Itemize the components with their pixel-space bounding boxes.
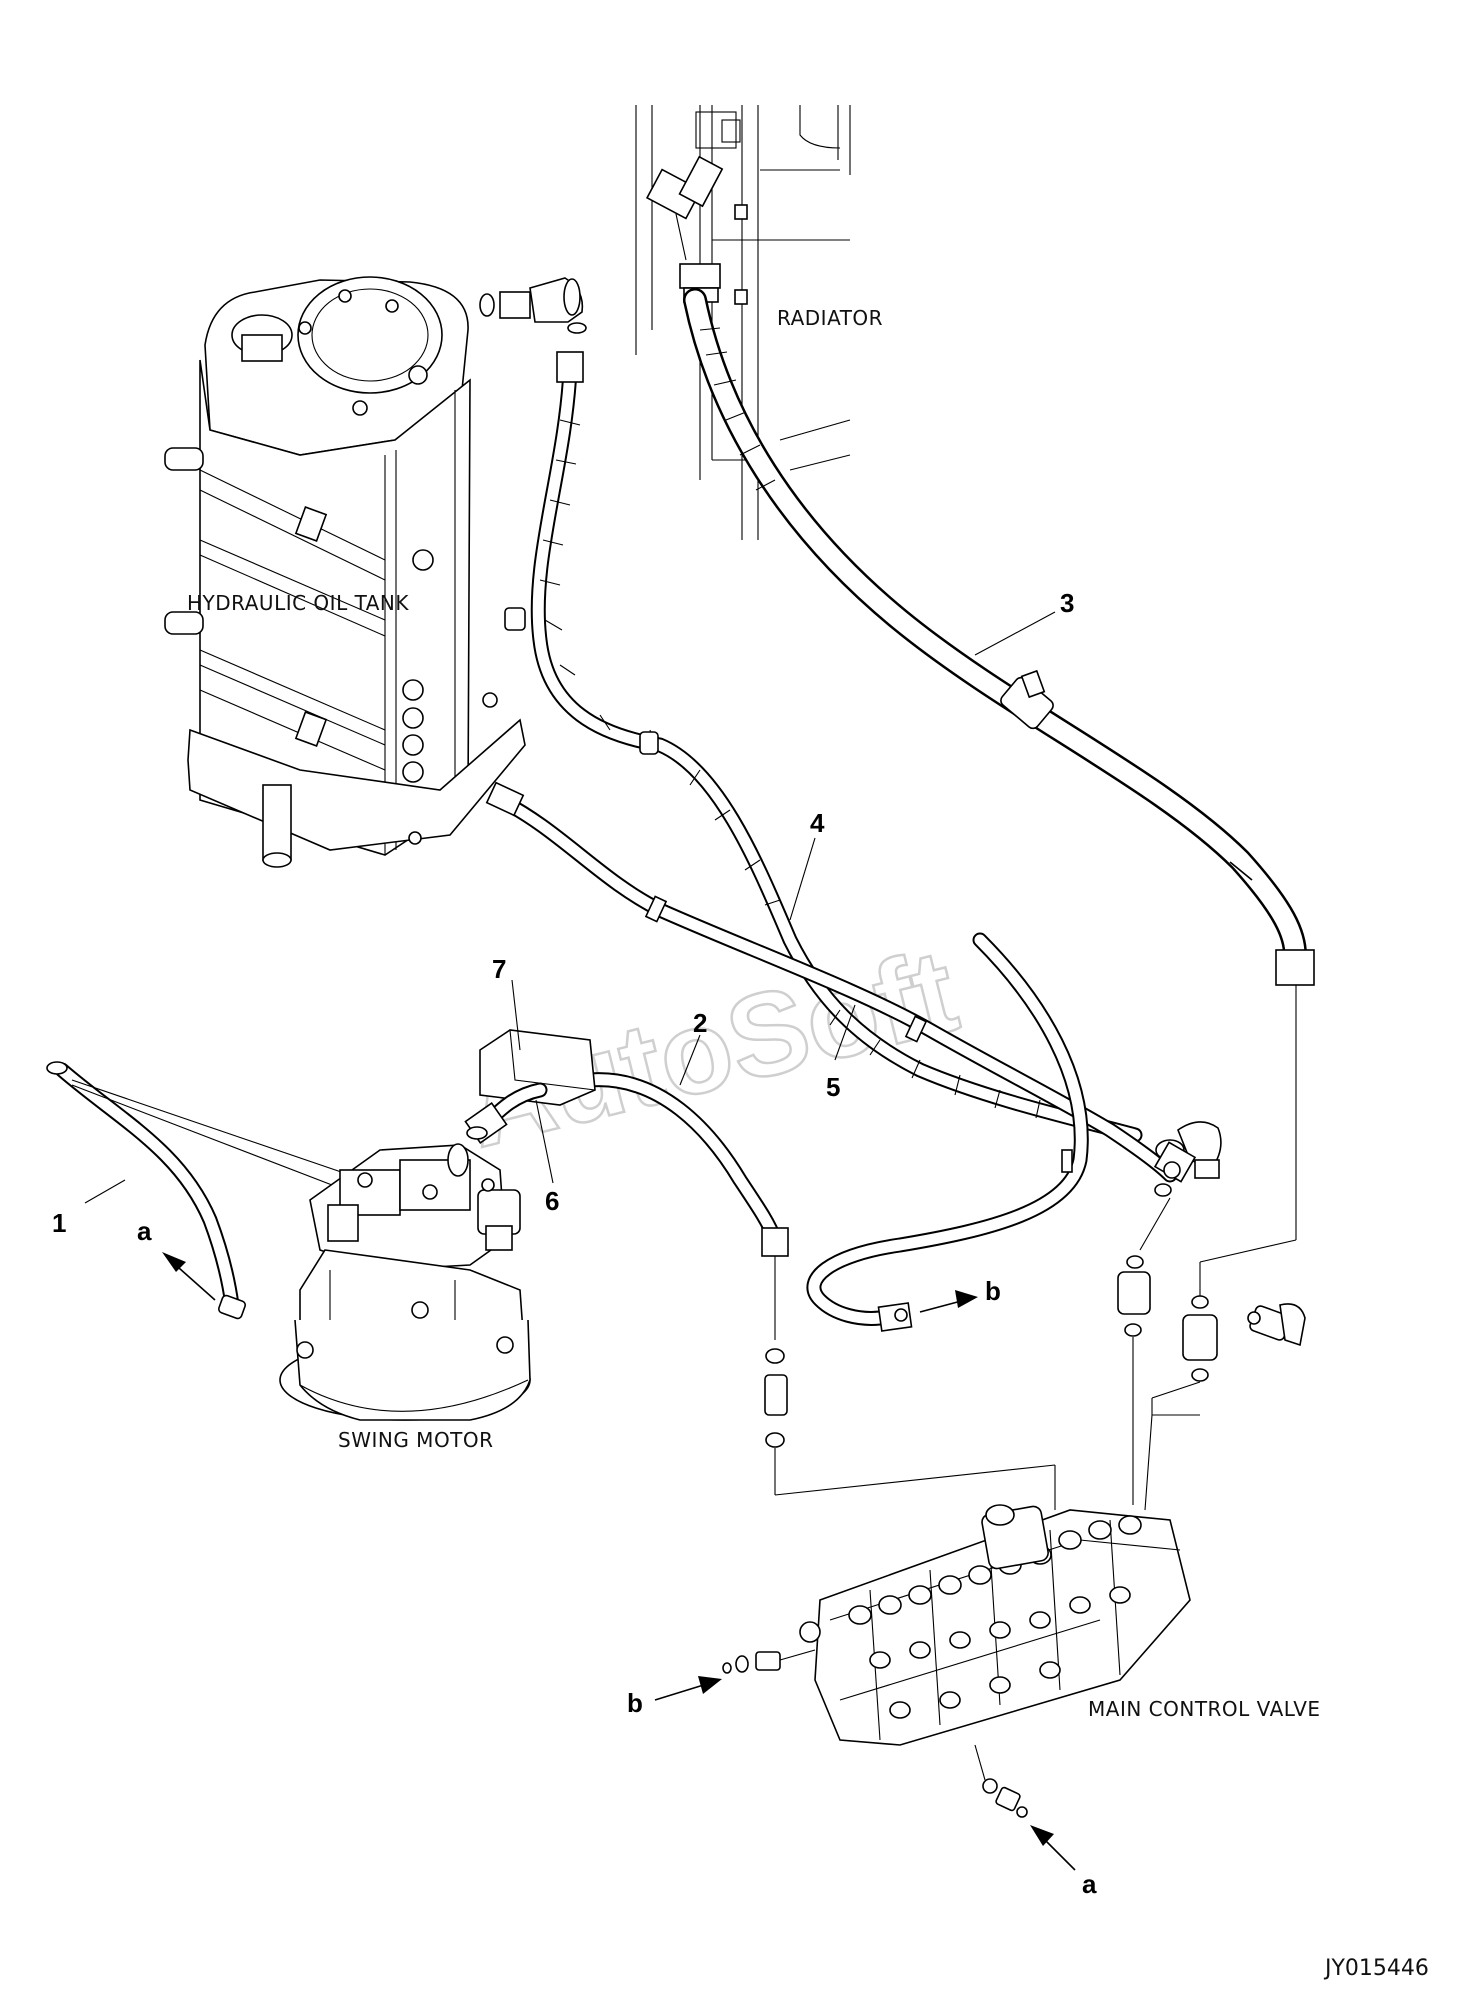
label-swing-motor: SWING MOTOR: [338, 1428, 494, 1452]
mark-b-upper: b: [985, 1276, 1001, 1306]
leader-lines: [84, 611, 1056, 1204]
hose-2: [582, 932, 1089, 1332]
connection-lines: [764, 985, 1306, 1511]
hose-4: [504, 351, 1143, 1143]
label-hydraulic-oil-tank: HYDRAULIC OIL TANK: [187, 591, 409, 615]
arrows: [162, 1252, 1076, 1871]
swing-motor: [279, 1143, 531, 1421]
callout-2: 2: [693, 1008, 707, 1038]
callout-1: 1: [52, 1208, 66, 1238]
arrow-a-upper: [162, 1252, 186, 1272]
part-7-block: [464, 1029, 596, 1144]
callout-6: 6: [545, 1186, 559, 1216]
main-control-valve: [722, 1504, 1191, 1818]
callout-7: 7: [492, 954, 506, 984]
arrow-b-lower: [698, 1676, 722, 1694]
label-main-control-valve: MAIN CONTROL VALVE: [1088, 1697, 1321, 1721]
callout-5: 5: [826, 1072, 840, 1102]
hose-1: [46, 1061, 351, 1320]
mark-a-upper: a: [137, 1216, 152, 1246]
arrow-a-lower: [1030, 1825, 1054, 1846]
arrow-b-upper: [955, 1290, 978, 1308]
mark-a-lower: a: [1082, 1869, 1097, 1899]
right-elbow-fittings: [1153, 1121, 1222, 1197]
tank-return-elbow: [479, 277, 587, 334]
hydraulic-oil-tank: [164, 276, 526, 868]
radiator-elbow-fitting: [645, 155, 724, 303]
callout-3: 3: [1060, 588, 1074, 618]
drawing-code: JY015446: [1323, 1956, 1429, 1981]
hose-3: [683, 288, 1315, 986]
callout-4: 4: [810, 808, 825, 838]
label-radiator: RADIATOR: [777, 306, 883, 330]
hose-5: [485, 781, 1178, 1183]
mark-b-lower: b: [627, 1688, 643, 1718]
